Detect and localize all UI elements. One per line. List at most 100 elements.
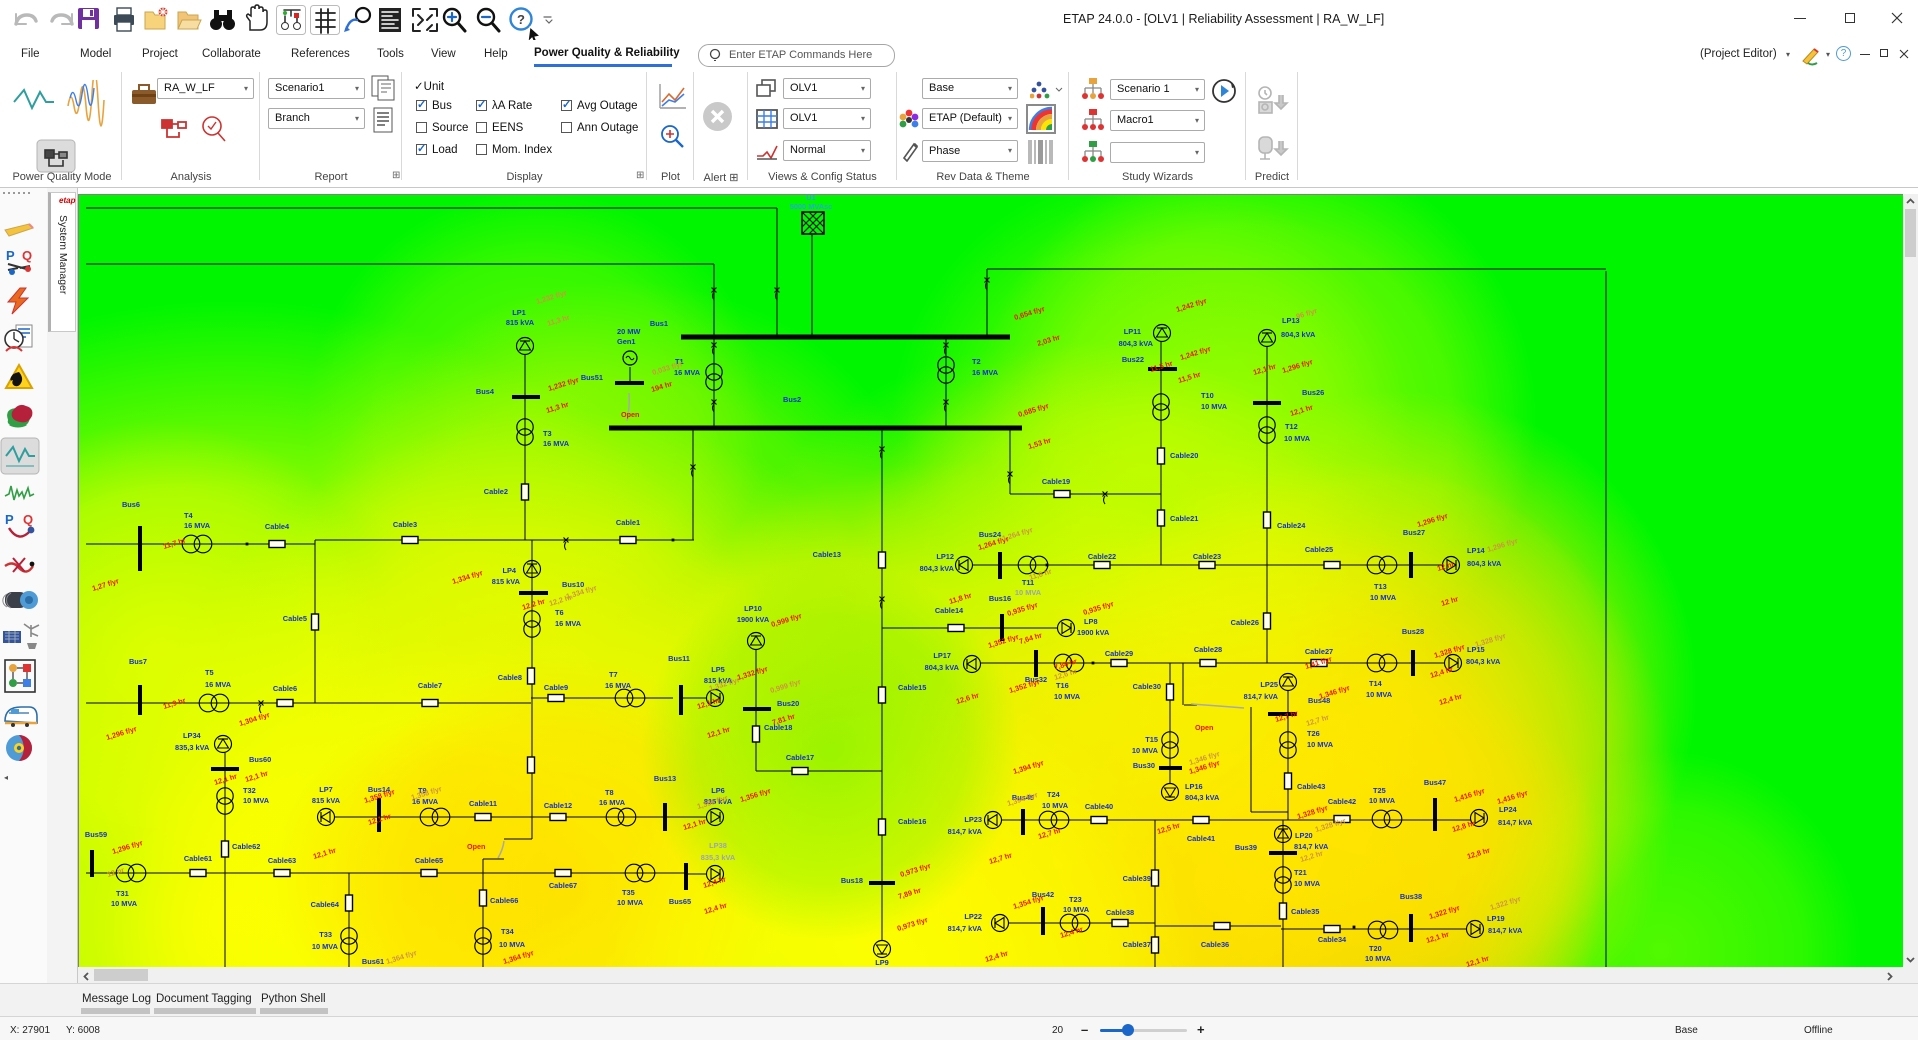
svg-text:815 kVA: 815 kVA (492, 577, 521, 586)
svg-text:T10: T10 (1201, 391, 1214, 400)
svg-text:10 MVA: 10 MVA (1294, 879, 1321, 888)
svg-text:815 kVA: 815 kVA (506, 318, 535, 327)
svg-text:16 MVA: 16 MVA (184, 521, 211, 530)
svg-text:Cable4: Cable4 (265, 522, 290, 531)
svg-text:804,3 kVA: 804,3 kVA (1467, 559, 1502, 568)
svg-text:T7: T7 (609, 670, 618, 679)
svg-text:T26: T26 (1307, 729, 1320, 738)
svg-text:?: ? (517, 12, 525, 27)
svg-text:Bus7: Bus7 (129, 657, 147, 666)
svg-text:Cable26: Cable26 (1231, 618, 1259, 627)
svg-text:815 kVA: 815 kVA (312, 796, 341, 805)
svg-text:T14: T14 (1369, 679, 1383, 688)
svg-text:814,7 kVA: 814,7 kVA (1498, 818, 1533, 827)
svg-text:T35: T35 (622, 888, 635, 897)
svg-text:835,3 kVA: 835,3 kVA (175, 743, 210, 752)
svg-text:10 MVA: 10 MVA (1042, 801, 1069, 810)
svg-text:LP5: LP5 (711, 665, 725, 674)
svg-text:Cable18: Cable18 (764, 723, 792, 732)
svg-text:Cable22: Cable22 (1088, 552, 1116, 561)
svg-text:LP9: LP9 (875, 958, 889, 967)
svg-text:Bus14: Bus14 (368, 785, 391, 794)
svg-text:T13: T13 (1374, 582, 1387, 591)
svg-text:Bus30: Bus30 (1133, 761, 1155, 770)
svg-text:P: P (5, 512, 14, 527)
svg-text:LP22: LP22 (964, 912, 982, 921)
svg-text:LP1: LP1 (512, 308, 526, 317)
svg-text:10 MVA: 10 MVA (243, 796, 270, 805)
svg-text:Bus61: Bus61 (362, 957, 384, 966)
svg-text:Cable1: Cable1 (616, 518, 640, 527)
svg-text:10 MVA: 10 MVA (111, 899, 138, 908)
svg-text:Cable20: Cable20 (1170, 451, 1198, 460)
svg-text:10 MVA: 10 MVA (617, 898, 644, 907)
svg-text:804,3 kVA: 804,3 kVA (920, 564, 955, 573)
svg-text:Cable17: Cable17 (786, 753, 814, 762)
svg-text:Cable14: Cable14 (935, 606, 964, 615)
svg-text:Cable7: Cable7 (418, 681, 442, 690)
svg-text:10 MVA: 10 MVA (1369, 796, 1396, 805)
svg-text:804,3 kVA: 804,3 kVA (1466, 657, 1501, 666)
svg-text:Open: Open (621, 410, 639, 419)
svg-text:LP7: LP7 (319, 785, 333, 794)
svg-text:Cable3: Cable3 (393, 520, 417, 529)
svg-text:Bus13: Bus13 (654, 774, 676, 783)
svg-text:Bus26: Bus26 (1302, 388, 1324, 397)
svg-text:10 MVA: 10 MVA (1063, 905, 1090, 914)
svg-text:LP25: LP25 (1260, 680, 1278, 689)
svg-text:LP19: LP19 (1487, 914, 1505, 923)
svg-text:Cable39: Cable39 (1123, 874, 1151, 883)
svg-text:Bus18: Bus18 (841, 876, 863, 885)
svg-text:Gen1: Gen1 (617, 337, 635, 346)
svg-text:T4: T4 (184, 511, 194, 520)
svg-text:T21: T21 (1294, 868, 1307, 877)
svg-text:804,3 kVA: 804,3 kVA (1119, 339, 1154, 348)
svg-text:LP4: LP4 (502, 566, 516, 575)
svg-text:LP6: LP6 (711, 786, 725, 795)
svg-text:Cable64: Cable64 (311, 900, 340, 909)
svg-text:Cable19: Cable19 (1042, 477, 1070, 486)
svg-text:T20: T20 (1369, 944, 1382, 953)
svg-text:Cable13: Cable13 (813, 550, 841, 559)
svg-text:10 MVA: 10 MVA (1284, 434, 1311, 443)
svg-text:LP11: LP11 (1124, 327, 1141, 336)
svg-text:LP20: LP20 (1295, 831, 1313, 840)
svg-text:T6: T6 (555, 608, 564, 617)
svg-text:Bus47: Bus47 (1424, 778, 1446, 787)
svg-text:16 MVA: 16 MVA (412, 797, 439, 806)
svg-text:20 MW: 20 MW (617, 327, 640, 336)
svg-text:Cable35: Cable35 (1291, 907, 1319, 916)
svg-text:804,3 kVA: 804,3 kVA (925, 663, 960, 672)
svg-text:T3: T3 (543, 429, 552, 438)
svg-text:Cable63: Cable63 (268, 856, 296, 865)
svg-text:Bus1: Bus1 (650, 319, 668, 328)
svg-text:Cable30: Cable30 (1133, 682, 1161, 691)
svg-text:10 MVA: 10 MVA (312, 942, 339, 951)
svg-text:Bus51: Bus51 (581, 373, 603, 382)
svg-text:T32: T32 (243, 786, 256, 795)
svg-text:10 MVA: 10 MVA (1365, 954, 1392, 963)
svg-text:10 MVA: 10 MVA (1366, 690, 1393, 699)
svg-text:Bus28: Bus28 (1402, 627, 1424, 636)
svg-text:LP17: LP17 (933, 651, 951, 660)
svg-text:814,7 kVA: 814,7 kVA (1244, 692, 1279, 701)
svg-text:Cable6: Cable6 (273, 684, 297, 693)
svg-text:804,3 kVA: 804,3 kVA (1281, 330, 1316, 339)
svg-text:Bus2: Bus2 (783, 395, 801, 404)
svg-text:Q: Q (23, 512, 33, 527)
svg-text:Bus39: Bus39 (1235, 843, 1257, 852)
svg-text:10 MVA: 10 MVA (1132, 746, 1159, 755)
svg-text:814,7 kVA: 814,7 kVA (948, 924, 983, 933)
svg-text:LP8: LP8 (1084, 617, 1098, 626)
svg-text:T12: T12 (1285, 422, 1298, 431)
svg-text:Bus45: Bus45 (1012, 793, 1034, 802)
svg-text:LP13: LP13 (1282, 316, 1300, 325)
svg-text:Bus65: Bus65 (669, 897, 691, 906)
svg-text:Cable23: Cable23 (1193, 552, 1221, 561)
svg-text:1900 kVA: 1900 kVA (737, 615, 770, 624)
svg-text:10 MVA: 10 MVA (1201, 402, 1228, 411)
svg-text:Cable27: Cable27 (1305, 647, 1333, 656)
svg-text:815 kVA: 815 kVA (704, 676, 733, 685)
svg-text:Cable12: Cable12 (544, 801, 572, 810)
svg-text:Cable67: Cable67 (549, 881, 577, 890)
